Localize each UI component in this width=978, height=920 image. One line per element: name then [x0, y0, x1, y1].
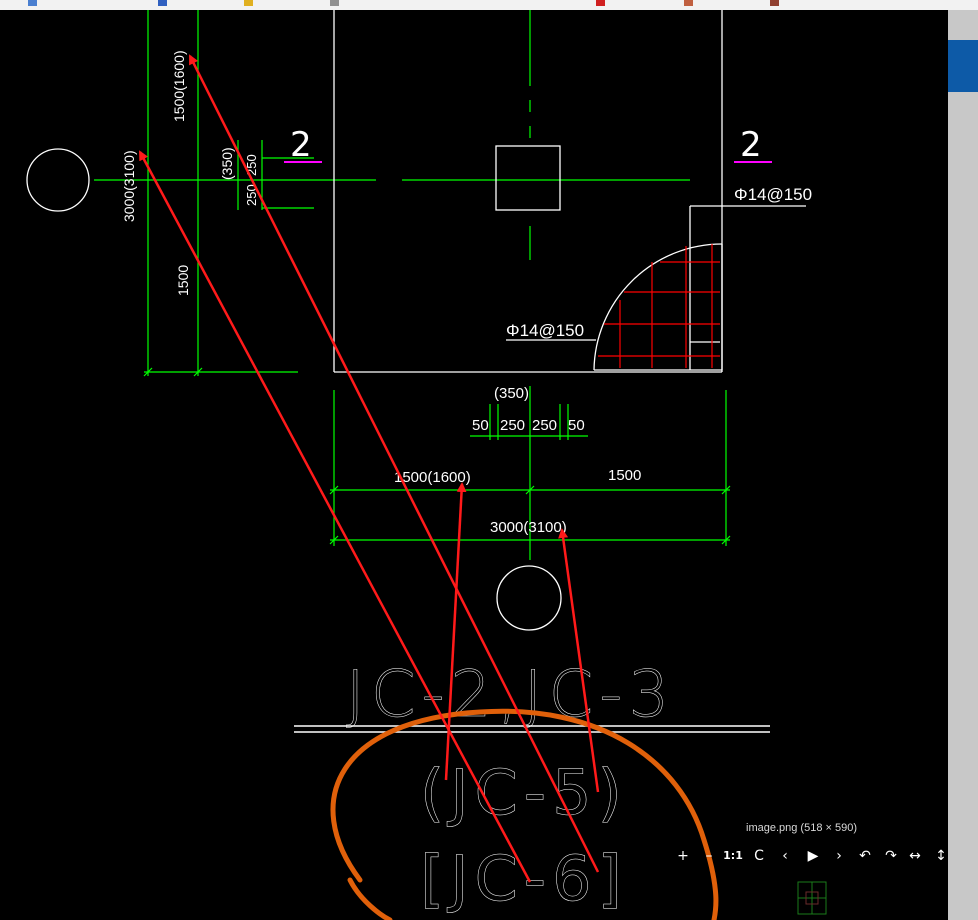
foundation-label-sub2: [JC-6] [420, 842, 628, 915]
zoom-out-button[interactable]: – [705, 848, 713, 864]
section-mark-left: 2 [290, 125, 312, 165]
vdim-1500-1600: 1500(1600) [171, 50, 187, 122]
actual-size-button[interactable]: 1:1 [723, 849, 743, 862]
dim-1500: 1500 [608, 467, 641, 484]
foundation-outline [333, 10, 806, 373]
side-panel [948, 10, 978, 920]
foundation-label-main: JC-2,JC-3 [346, 658, 675, 732]
dim-250-left: 250 [500, 417, 525, 434]
zoom-in-button[interactable]: + [677, 848, 689, 864]
thumbnail-preview[interactable] [796, 880, 828, 916]
refresh-button[interactable]: C [754, 848, 764, 864]
tab-favicon[interactable] [684, 0, 693, 6]
fit-height-button[interactable]: ↕ [935, 848, 947, 864]
axis-bubble-bottom [496, 565, 562, 631]
rebar-grid [598, 244, 720, 368]
image-caption: image.png (518 × 590) [746, 822, 857, 834]
tab-favicon[interactable] [28, 0, 37, 6]
dim-50-right: 50 [568, 417, 585, 434]
tab-favicon[interactable] [596, 0, 605, 6]
tab-favicon[interactable] [158, 0, 167, 6]
dim-350: (350) [494, 385, 529, 402]
browser-tab-strip [0, 0, 978, 10]
vdim-250b: 250 [244, 184, 259, 206]
tab-favicon[interactable] [770, 0, 779, 6]
prev-button[interactable]: ‹ [782, 848, 788, 864]
image-viewer-toolbar: + – 1:1 C ‹ ▶ › ↶ ↷ ↔ ↕ [672, 840, 962, 872]
rebar-label-inner: Φ14@150 [506, 321, 584, 340]
vdim-3000-3100: 3000(3100) [121, 150, 137, 222]
highlight-circle-annotation [330, 708, 719, 920]
next-button[interactable]: › [836, 848, 842, 864]
rebar-label-top: Φ14@150 [734, 185, 812, 204]
annotation-arrows [138, 54, 600, 883]
dim-50-left: 50 [472, 417, 489, 434]
tab-favicon[interactable] [244, 0, 253, 6]
vdim-350: (350) [219, 147, 235, 180]
dim-250-right: 250 [532, 417, 557, 434]
vdim-250a: 250 [244, 154, 259, 176]
tab-favicon[interactable] [330, 0, 339, 6]
rotate-right-button[interactable]: ↷ [885, 848, 897, 864]
vdim-1500: 1500 [175, 265, 191, 296]
dim-1500-1600: 1500(1600) [394, 469, 471, 486]
fit-width-button[interactable]: ↔ [909, 848, 921, 864]
section-mark-right: 2 [740, 125, 762, 165]
rotate-left-button[interactable]: ↶ [859, 848, 871, 864]
dim-3000-3100: 3000(3100) [490, 519, 567, 536]
play-button[interactable]: ▶ [807, 848, 819, 864]
axis-bubble-left [26, 148, 90, 212]
cad-drawing-canvas: 2 2 Φ14@150 Φ14@150 (350) 50 250 250 50 … [26, 10, 812, 920]
foundation-label-sub1: (JC-5) [420, 756, 628, 829]
side-panel-header[interactable] [948, 40, 978, 92]
